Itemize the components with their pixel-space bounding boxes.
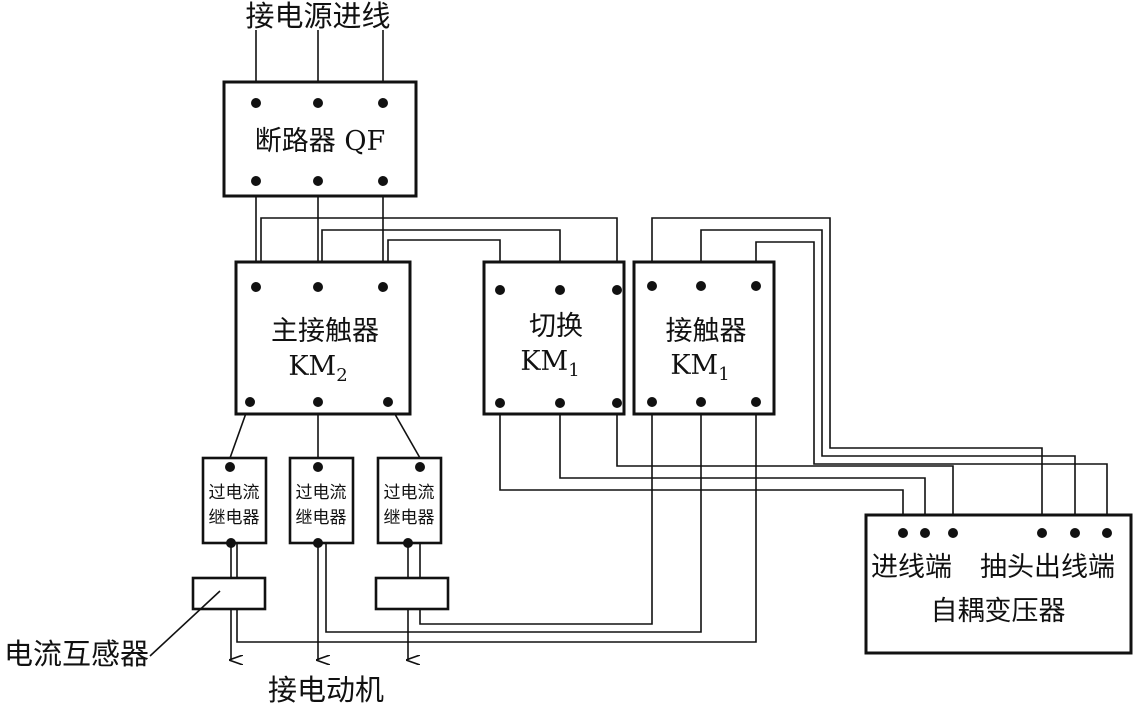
contactor-code: KM1: [670, 350, 729, 385]
current-transformer-leader: [149, 590, 221, 657]
autotransformer-terminals: [898, 528, 1112, 538]
relay-3-label-line1: 过电流: [384, 483, 435, 503]
main-contactor-terminals: [245, 282, 393, 407]
breaker-terminals: [251, 98, 388, 186]
switch-contactor-label: 切换: [529, 311, 583, 342]
main-contactor-code: KM2: [288, 351, 347, 386]
overcurrent-relay-3: 过电流 继电器: [376, 456, 443, 548]
relay-2-label-line2: 继电器: [296, 508, 347, 528]
current-transformer-1: [191, 576, 267, 611]
main-contactor-code-main: KM: [288, 351, 336, 382]
overcurrent-relay-1: 过电流 继电器: [201, 456, 268, 548]
relay-2-label-line1: 过电流: [296, 483, 347, 503]
transformer-tap-label: 抽头出线端: [980, 552, 1115, 583]
relay-1-label-line1: 过电流: [209, 483, 260, 503]
contactor-code-main: KM: [670, 350, 718, 381]
breaker-label: 断路器 QF: [255, 126, 385, 157]
current-transformer-2: [374, 576, 450, 611]
contactor-code-sub: 1: [718, 364, 729, 385]
current-transformer-label: 电流互感器: [4, 637, 149, 671]
contactor-label: 接触器: [666, 316, 747, 347]
switch-contactor-box: [482, 260, 626, 416]
switch-contactor-code: KM1: [520, 346, 579, 381]
main-contactor-label: 主接触器: [271, 316, 379, 347]
transformer-name-label: 自耦变压器: [931, 596, 1066, 627]
relay-1-label-line2: 继电器: [209, 508, 260, 528]
relay-3-label-line2: 继电器: [384, 508, 435, 528]
switch-contactor-code-main: KM: [520, 346, 568, 377]
contactor-terminals: [647, 281, 761, 407]
power-input-label: 接电源进线: [245, 0, 390, 33]
motor-label: 接电动机: [268, 673, 384, 707]
switch-contactor-terminals: [495, 285, 622, 408]
autotransformer-box: [864, 513, 1133, 655]
transformer-input-label: 进线端: [871, 552, 952, 583]
main-contactor-code-sub: 2: [336, 365, 347, 386]
switch-contactor-code-sub: 1: [568, 360, 579, 381]
overcurrent-relay-2: 过电流 继电器: [288, 456, 355, 548]
contactor-to-tap-wires: [651, 217, 1108, 533]
